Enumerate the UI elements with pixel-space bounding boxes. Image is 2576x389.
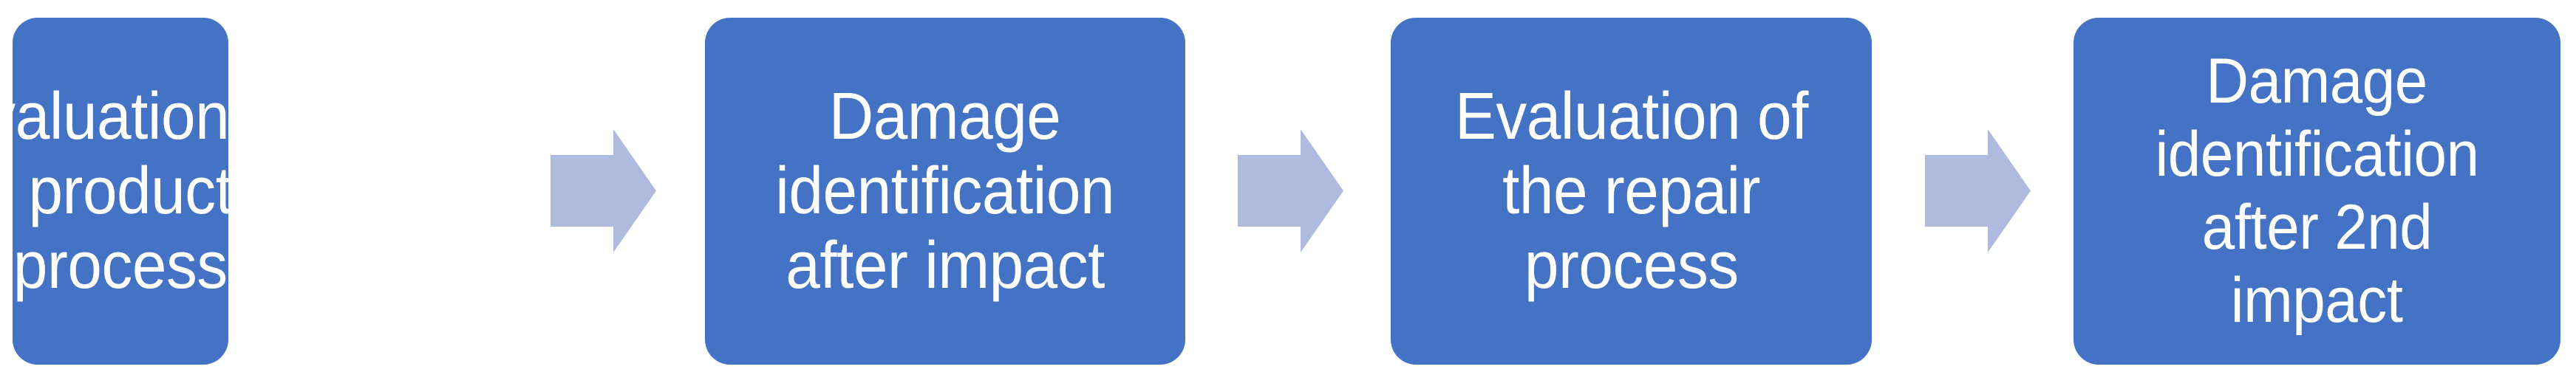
step-text-line: Damage	[829, 79, 1061, 154]
step-text-line: process	[1524, 228, 1739, 303]
right-arrow-shape	[551, 129, 656, 252]
step-text-line: after 2nd	[2201, 192, 2433, 263]
step-text-line: identification	[2155, 119, 2479, 190]
step-text-line: Evaluation of	[0, 79, 297, 154]
step-text-line: Evaluation of	[1454, 79, 1808, 154]
step-text-line: Damage	[2206, 46, 2428, 117]
step-text-line: after impact	[786, 228, 1105, 303]
process-step-damage-identification-after-2nd-impact[interactable]: Damage identification after 2nd impact	[2074, 18, 2560, 365]
step-text-line: the production	[0, 154, 314, 228]
right-arrow-icon	[1238, 129, 1343, 252]
process-step-damage-identification-after-impact[interactable]: Damage identification after impact	[705, 18, 1185, 365]
step-text-line: the repair	[1502, 154, 1760, 228]
process-step-evaluation-of-the-production-process[interactable]: Evaluation of the production process	[0, 18, 314, 365]
step-text-line: identification	[775, 154, 1115, 228]
process-step-evaluation-of-the-repair-process[interactable]: Evaluation of the repair process	[1391, 18, 1872, 365]
right-arrow-icon	[1925, 129, 2031, 252]
step-text-line: impact	[2231, 265, 2403, 336]
right-arrow-shape	[1238, 129, 1343, 252]
step-text-line: process	[13, 228, 228, 303]
right-arrow-shape	[1925, 129, 2031, 252]
right-arrow-icon	[551, 129, 656, 252]
